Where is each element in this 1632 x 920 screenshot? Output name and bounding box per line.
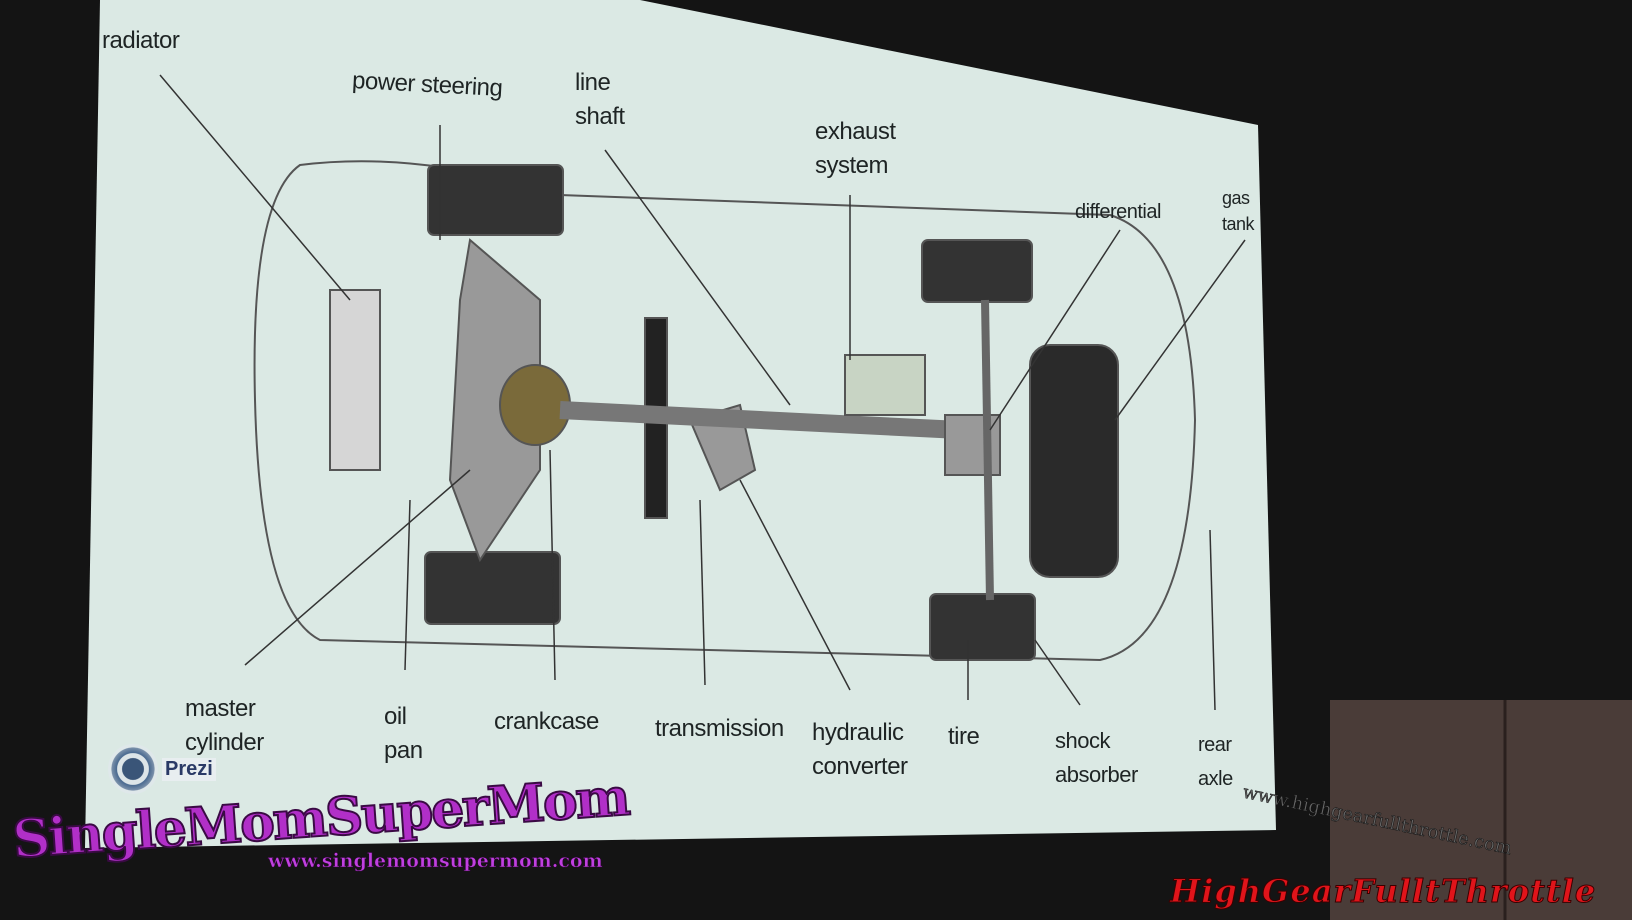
watermark-highgear: HighGearFulltThrottle [1169, 872, 1597, 911]
label-rear-axle: rear axle [1198, 728, 1233, 796]
muffler [844, 354, 926, 416]
rear-axle-shape [981, 299, 994, 601]
label-line-shaft: line shaft [575, 66, 625, 134]
label-oil: oil [384, 703, 407, 730]
label-absorber: absorber [1055, 762, 1138, 787]
label-line: line [575, 69, 611, 96]
prezi-badge: Prezi [108, 744, 216, 794]
label-crankcase: crankcase [494, 708, 599, 735]
label-rear: rear [1198, 734, 1232, 756]
label-master: master [185, 695, 256, 722]
label-shock-absorber: shock absorber [1055, 724, 1138, 792]
label-shaft: shaft [575, 103, 625, 130]
label-tire: tire [948, 723, 980, 750]
front-tire-top [427, 164, 564, 236]
crankcase-shape [499, 364, 571, 446]
label-gas-tank: gas tank [1222, 185, 1255, 237]
label-exhaust-system: exhaust system [815, 115, 896, 183]
label-hydraulic-converter: hydraulic converter [812, 716, 908, 784]
drive-shaft [559, 401, 961, 439]
label-system: system [815, 152, 889, 179]
engine-mount [448, 238, 541, 563]
label-radiator: radiator [102, 27, 180, 54]
label-pan: pan [384, 737, 423, 764]
wall-panel [1330, 700, 1632, 920]
front-tire-bottom [424, 551, 561, 625]
label-oil-pan: oil pan [384, 700, 423, 768]
label-cylinder: cylinder [185, 729, 264, 756]
label-exhaust: exhaust [815, 118, 896, 145]
gas-tank-shape [1029, 344, 1119, 578]
car-chassis-diagram [253, 160, 1197, 662]
label-shock: shock [1055, 728, 1110, 753]
prezi-logo-icon [108, 744, 158, 794]
label-transmission: transmission [655, 715, 784, 742]
label-gas: gas [1222, 188, 1250, 208]
prezi-label: Prezi [162, 757, 216, 781]
rear-tire-bottom [929, 593, 1036, 661]
label-tank: tank [1222, 214, 1255, 234]
label-differential: differential [1075, 201, 1161, 223]
rear-tire-top [921, 239, 1033, 303]
label-axle: axle [1198, 768, 1233, 790]
label-converter: converter [812, 753, 908, 780]
label-hydraulic: hydraulic [812, 719, 904, 746]
label-master-cylinder: master cylinder [185, 692, 264, 760]
leader-lines [159, 74, 1246, 711]
watermark-singlemomsupermom-url: www.singlemomsupermom.com [268, 850, 603, 873]
radiator-shape [329, 289, 381, 471]
